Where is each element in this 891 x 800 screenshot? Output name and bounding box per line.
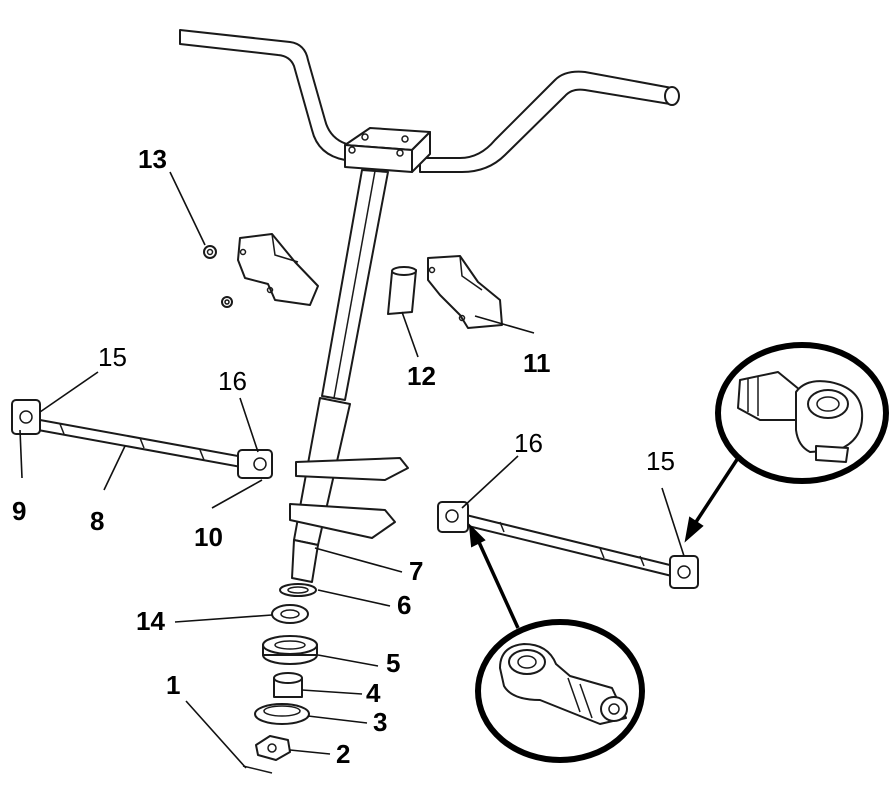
label-16-left: 16 (218, 366, 247, 396)
leader-lines (19, 171, 685, 769)
label-14: 14 (136, 606, 165, 636)
arrow-to-lower-inset (468, 523, 520, 629)
tie-rod-right (437, 501, 699, 589)
inset-upper (715, 342, 889, 484)
label-13: 13 (138, 144, 167, 174)
nut-13 (203, 245, 217, 259)
label-5: 5 (386, 648, 400, 678)
arrow-to-upper-inset (684, 454, 742, 543)
label-15-left: 15 (98, 342, 127, 372)
inset-lower (475, 619, 645, 763)
cotter-pin-1 (242, 765, 273, 774)
seal-14 (271, 604, 309, 624)
handlebar (179, 29, 680, 173)
label-2: 2 (336, 739, 350, 769)
tie-rod-left (11, 399, 273, 479)
label-6: 6 (397, 590, 411, 620)
label-16-right: 16 (514, 428, 543, 458)
clamp-bracket-left (237, 233, 319, 306)
clamp-bracket-right (427, 255, 503, 329)
label-4: 4 (366, 678, 381, 708)
label-7: 7 (409, 556, 423, 586)
nut-2 (255, 735, 291, 761)
label-9: 9 (12, 496, 26, 526)
label-11: 11 (523, 348, 551, 378)
label-12: 12 (407, 361, 436, 391)
washer-6 (279, 583, 317, 597)
label-3: 3 (373, 707, 387, 737)
bushing-4 (273, 672, 303, 698)
nut-small (221, 296, 233, 308)
label-15-right: 15 (646, 446, 675, 476)
label-8: 8 (90, 506, 104, 536)
steering-column (289, 169, 409, 583)
label-1: 1 (166, 670, 180, 700)
bearing-3 (254, 703, 310, 725)
label-10: 10 (194, 522, 223, 552)
bearing-5 (262, 635, 318, 665)
bushing-12 (387, 266, 417, 315)
